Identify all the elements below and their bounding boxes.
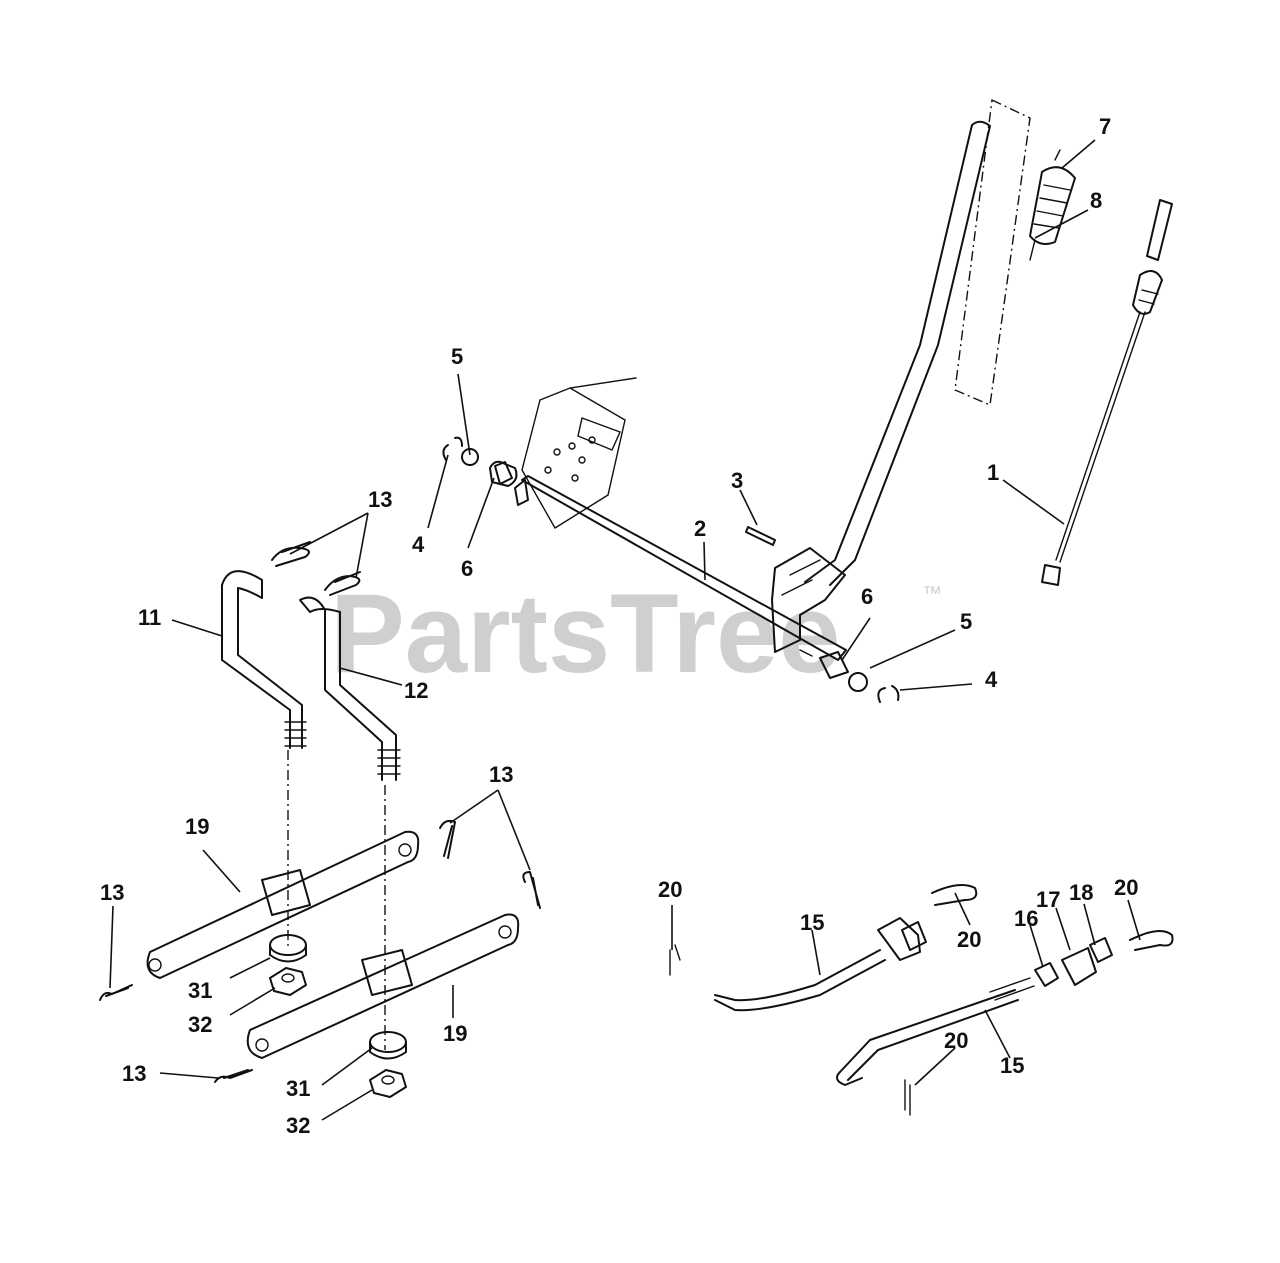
callout-20-right: 20 — [1114, 875, 1138, 900]
callout-13-right: 13 — [489, 762, 513, 787]
callout-17: 17 — [1036, 887, 1060, 912]
callout-31-left: 31 — [188, 978, 212, 1003]
callout-19-lower: 19 — [443, 1021, 467, 1046]
callout-19-upper: 19 — [185, 814, 209, 839]
lift-rod-1 — [1041, 199, 1173, 586]
spring-7 — [1029, 149, 1076, 261]
callout-15-upper: 15 — [800, 910, 824, 935]
callout-1: 1 — [987, 460, 999, 485]
lift-link-12 — [299, 596, 401, 781]
callout-32-right: 32 — [286, 1113, 310, 1138]
callout-7: 7 — [1099, 114, 1111, 139]
lift-lever-handle — [771, 120, 991, 653]
frame-bracket — [521, 377, 637, 529]
callout-20-bottom: 20 — [944, 1028, 968, 1053]
callout-15-lower: 15 — [1000, 1053, 1024, 1078]
callout-6-left: 6 — [461, 556, 473, 581]
watermark-text: PartsTree — [330, 571, 841, 696]
callout-6-right: 6 — [861, 584, 873, 609]
callout-3: 3 — [731, 468, 743, 493]
hairpin-clips-arms — [99, 819, 541, 1083]
callout-4-right: 4 — [985, 667, 998, 692]
callout-13-bottom: 13 — [122, 1061, 146, 1086]
link-rod-15-upper — [669, 917, 927, 1012]
link-rod-15-lower — [835, 977, 1035, 1116]
callout-8: 8 — [1090, 188, 1102, 213]
callout-13-top: 13 — [368, 487, 392, 512]
lift-link-11 — [221, 570, 307, 749]
watermark-trademark: ™ — [922, 583, 942, 605]
callout-12: 12 — [404, 678, 428, 703]
right-bushing-clip-set — [799, 649, 900, 703]
hairpin-clips-top — [271, 541, 361, 596]
left-bushing-clip-set — [442, 436, 513, 485]
washers-nuts-right — [369, 1031, 407, 1098]
callout-4-left: 4 — [412, 532, 425, 557]
lift-arm-19-upper — [146, 830, 420, 979]
callout-16: 16 — [1014, 906, 1038, 931]
callout-5-left: 5 — [451, 344, 463, 369]
washers-nuts-left — [269, 934, 307, 996]
callout-20-left: 20 — [658, 877, 682, 902]
callout-11: 11 — [138, 605, 161, 630]
callout-20-mid: 20 — [957, 927, 981, 952]
callout-32-left: 32 — [188, 1012, 212, 1037]
hardware-16-17-18 — [1034, 937, 1113, 987]
callout-5-right: 5 — [960, 609, 972, 634]
leader-lines — [109, 139, 1141, 1121]
callout-31-right: 31 — [286, 1076, 310, 1101]
callout-13-left: 13 — [100, 880, 124, 905]
roll-pin-3 — [745, 526, 776, 546]
handle-grip-phantom — [954, 98, 1031, 407]
callout-labels: 1 2 3 4 4 5 5 6 6 7 8 11 12 13 13 13 13 … — [100, 114, 1138, 1138]
callout-2: 2 — [694, 516, 706, 541]
hairpin-clips-20 — [931, 883, 1174, 951]
callout-18: 18 — [1069, 880, 1093, 905]
lift-arm-19-lower — [246, 913, 520, 1059]
